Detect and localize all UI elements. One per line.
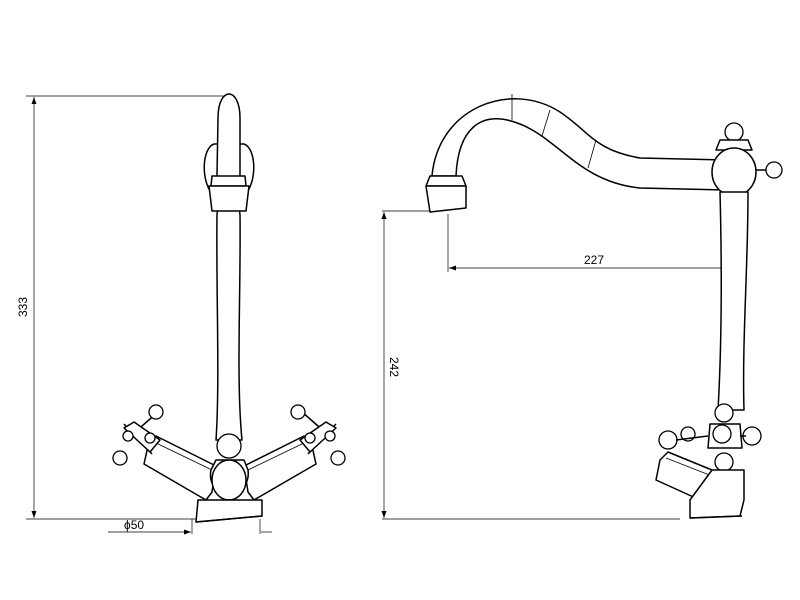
side-top-bead xyxy=(724,122,744,142)
front-collar xyxy=(210,175,247,187)
height-dim-label: 333 xyxy=(16,297,30,317)
front-right-cone xyxy=(243,435,317,501)
side-nozzle xyxy=(425,175,467,187)
spout-reach-dim-label: 227 xyxy=(584,253,604,267)
side-cross-handle xyxy=(658,403,762,472)
side-view: 242 227 xyxy=(381,94,783,520)
front-central-knob xyxy=(216,433,242,459)
height-dimension: 333 xyxy=(16,95,226,520)
side-right-bead xyxy=(765,161,783,179)
front-left-cone xyxy=(143,435,217,501)
front-column xyxy=(215,93,243,441)
front-right-cross-handle xyxy=(290,404,346,466)
front-collar-band xyxy=(208,185,250,212)
spout-height-dim-label: 242 xyxy=(387,357,401,377)
side-spout xyxy=(431,98,735,191)
side-column xyxy=(717,191,749,411)
spout-reach-dimension: 227 xyxy=(447,214,732,272)
front-left-cross-handle xyxy=(112,404,164,466)
front-view: 333 xyxy=(16,93,346,535)
base-dia-dim-label: ϕ50 xyxy=(124,518,144,532)
base-diameter-dimension: ϕ50 xyxy=(108,518,272,535)
spout-height-dimension: 242 xyxy=(381,210,680,520)
